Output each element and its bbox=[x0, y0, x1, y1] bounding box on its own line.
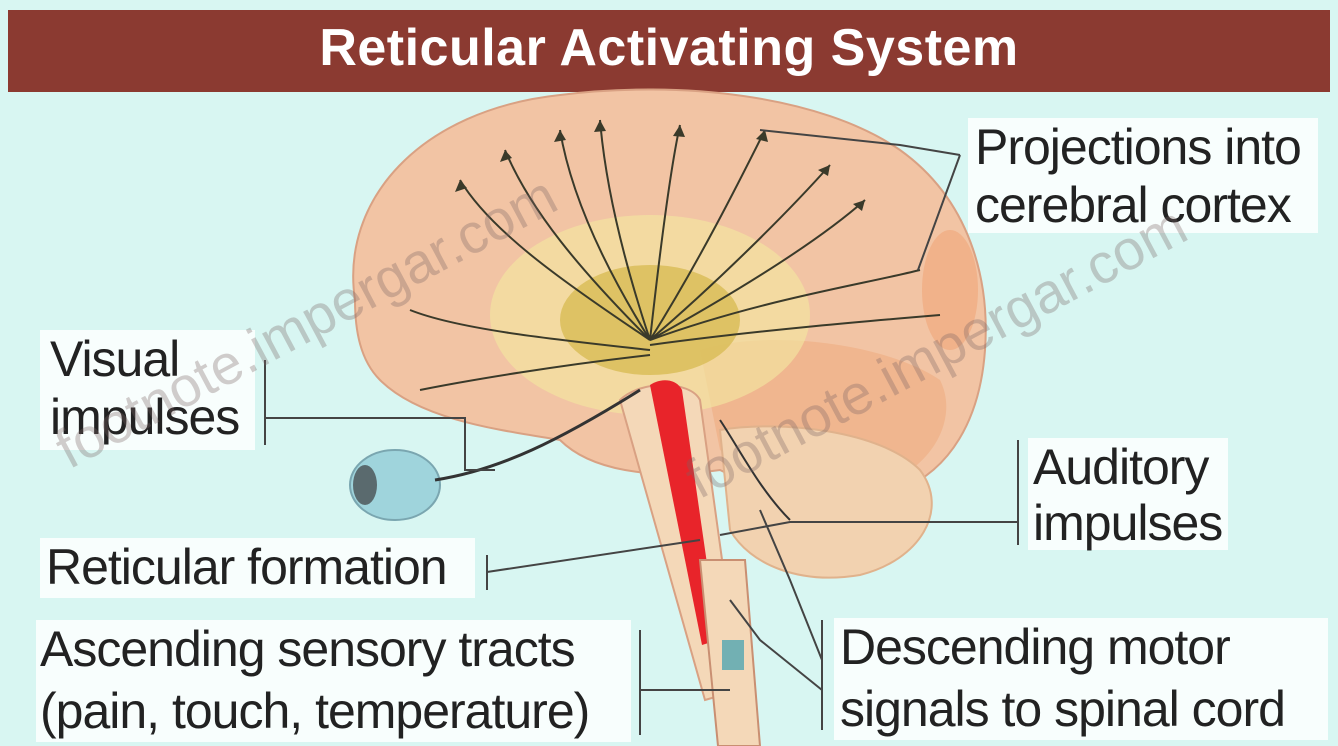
ascending-label-line2: (pain, touch, temperature) bbox=[40, 682, 589, 740]
auditory-label-line2: impulses bbox=[1033, 494, 1222, 552]
descending-label-line1: Descending motor bbox=[840, 618, 1230, 676]
auditory-label-line1: Auditory bbox=[1033, 438, 1208, 496]
reticular-formation-label: Reticular formation bbox=[46, 538, 447, 596]
descending-label-line2: signals to spinal cord bbox=[840, 680, 1285, 738]
eye-lens bbox=[353, 465, 377, 505]
spinal-marker bbox=[722, 640, 744, 670]
ascending-label-line1: Ascending sensory tracts bbox=[40, 620, 575, 678]
projections-label-line1: Projections into bbox=[975, 118, 1301, 176]
